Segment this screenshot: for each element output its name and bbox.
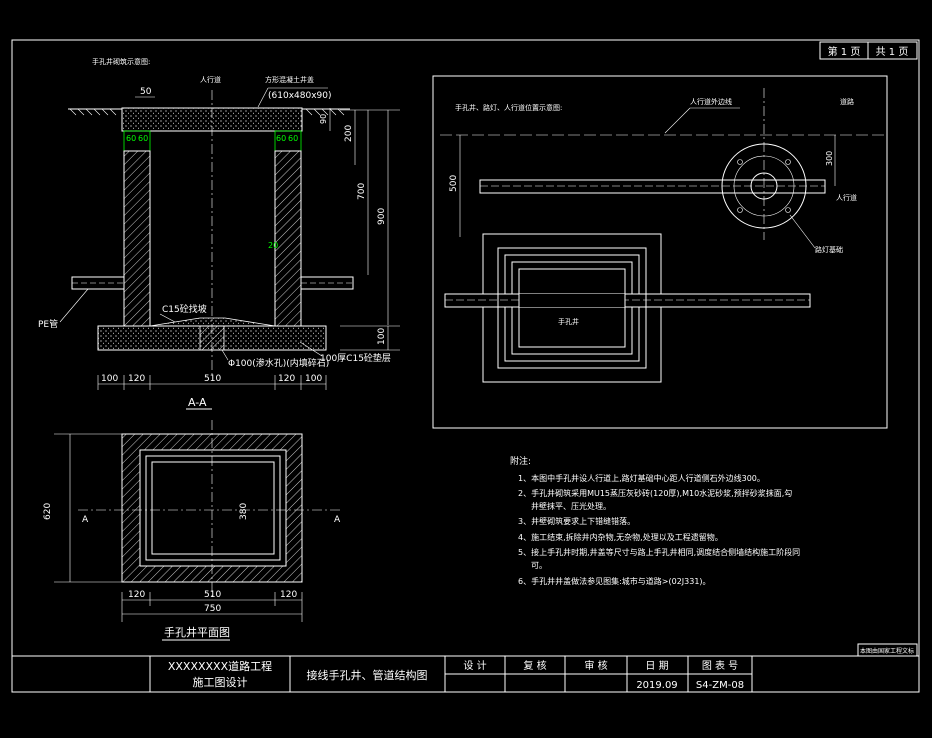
- bottom-dim-5: 100: [305, 374, 322, 384]
- dim-380: 380: [239, 503, 249, 520]
- section-note-title: 手孔井砌筑示意图:: [92, 57, 150, 66]
- page-number: 第 1 页: [828, 45, 861, 58]
- left-wall: [123, 150, 151, 327]
- audit-label: 审 核: [584, 659, 607, 672]
- dim-500: 500: [449, 175, 459, 192]
- dim-700: 700: [357, 183, 367, 200]
- page-header: 第 1 页 共 1 页: [819, 41, 918, 60]
- notes: 附注: 1、本图中手孔井设人行道上,路灯基础中心距人行道侧石外边线300。 2、…: [510, 455, 800, 586]
- dim-120b: 120: [280, 590, 297, 600]
- section-view: 手孔井砌筑示意图: 人行道 方形混凝土井盖 (610x480x90) 50 60…: [38, 57, 400, 410]
- drain-label: Φ100(渗水孔)(内填碎石): [228, 357, 329, 369]
- drawing-title: 接线手孔井、管道结构图: [307, 668, 428, 682]
- note-5: 5、接上手孔井时期,井盖等尺寸与路上手孔井相同,调度结合侧墙结构施工阶段同: [518, 547, 800, 557]
- plan-view: A A 380 620 120 510 120 750 手孔井平面图: [43, 420, 341, 641]
- review-label: 复 核: [523, 659, 546, 672]
- project-name: XXXXXXXX道路工程: [168, 659, 272, 673]
- bottom-dim-4: 120: [278, 374, 295, 384]
- note-3: 3、井壁砌筑要求上下错缝错落。: [518, 516, 635, 526]
- side-note: 本图由国家工程文标: [860, 647, 914, 655]
- dim-100-right: 100: [377, 328, 387, 345]
- bottom-dim-2: 120: [128, 374, 145, 384]
- bottom-dim-3: 510: [204, 374, 221, 384]
- c15-label: C15砼找坡: [162, 303, 207, 315]
- note-6: 6、手孔井井盖做法参见图集:城市与道路>(02J331)。: [518, 576, 711, 586]
- lamp-label: 路灯基础: [815, 245, 843, 254]
- cover-label: 方形混凝土井盖: [265, 75, 314, 84]
- pe-label: PE管: [38, 318, 58, 330]
- note-1: 1、本图中手孔井设人行道上,路灯基础中心距人行道侧石外边线300。: [518, 473, 765, 483]
- date-label: 日 期: [645, 660, 668, 672]
- layout-sidewalk-label: 人行道: [836, 193, 857, 202]
- dim-300: 300: [825, 151, 834, 166]
- date-value: 2019.09: [636, 680, 677, 691]
- note-2: 2、手孔井砌筑采用MU15蒸压灰砂砖(120厚),M10水泥砂浆,预拌砂浆抹面,…: [518, 488, 792, 498]
- dim-510: 510: [204, 590, 221, 600]
- dim-60b: 60: [138, 134, 148, 143]
- title-block: XXXXXXXX道路工程 施工图设计 接线手孔井、管道结构图 设 计 复 核 审…: [12, 655, 919, 692]
- design-stage: 施工图设计: [193, 676, 248, 689]
- layout-well-label: 手孔井: [558, 317, 579, 326]
- curb-label: 人行道外边线: [690, 97, 732, 106]
- dim-20: 20: [268, 241, 278, 250]
- dim-750: 750: [204, 604, 221, 614]
- base-label: 100厚C15砼垫层: [320, 352, 391, 364]
- note-5b: 可。: [531, 561, 547, 570]
- right-wall: [274, 150, 302, 327]
- cover-size: (610x480x90): [268, 91, 331, 101]
- dim-60c: 60: [276, 134, 286, 143]
- section-sidewalk-label: 人行道: [200, 75, 221, 84]
- notes-heading: 附注:: [510, 455, 531, 467]
- dim-60a: 60: [126, 134, 136, 143]
- dim-200: 200: [344, 125, 354, 142]
- dim-60d: 60: [288, 134, 298, 143]
- dim-120a: 120: [128, 590, 145, 600]
- design-label: 设 计: [463, 659, 486, 672]
- a-right: A: [334, 515, 341, 525]
- section-title: A-A: [188, 396, 207, 409]
- drawing-no-label: 图 表 号: [702, 659, 738, 672]
- dim-620: 620: [43, 503, 53, 520]
- layout-title: 手孔井、路灯、人行道位置示意图:: [455, 103, 562, 112]
- bottom-dim-1: 100: [101, 374, 118, 384]
- dim-90: 90: [319, 114, 328, 124]
- dim-900: 900: [377, 208, 387, 225]
- page-total: 共 1 页: [876, 46, 909, 58]
- a-left: A: [82, 515, 89, 525]
- road-label: 道路: [840, 97, 854, 106]
- pe-pipe-left: [71, 276, 125, 290]
- note-2b: 井壁抹平、压光处理。: [531, 501, 611, 511]
- pe-pipe-right: [300, 276, 354, 290]
- drawing-frame: [11, 39, 920, 693]
- dim-50: 50: [140, 87, 152, 97]
- drawing-no-value: S4-ZM-08: [696, 680, 744, 691]
- note-4: 4、施工结束,拆除井内杂物,无杂物,处理以及工程遗留物。: [518, 532, 723, 542]
- plan-title: 手孔井平面图: [164, 625, 230, 639]
- layout-view: 手孔井、路灯、人行道位置示意图: 人行道外边线 道路 路灯基础 300 人行道 …: [432, 75, 888, 429]
